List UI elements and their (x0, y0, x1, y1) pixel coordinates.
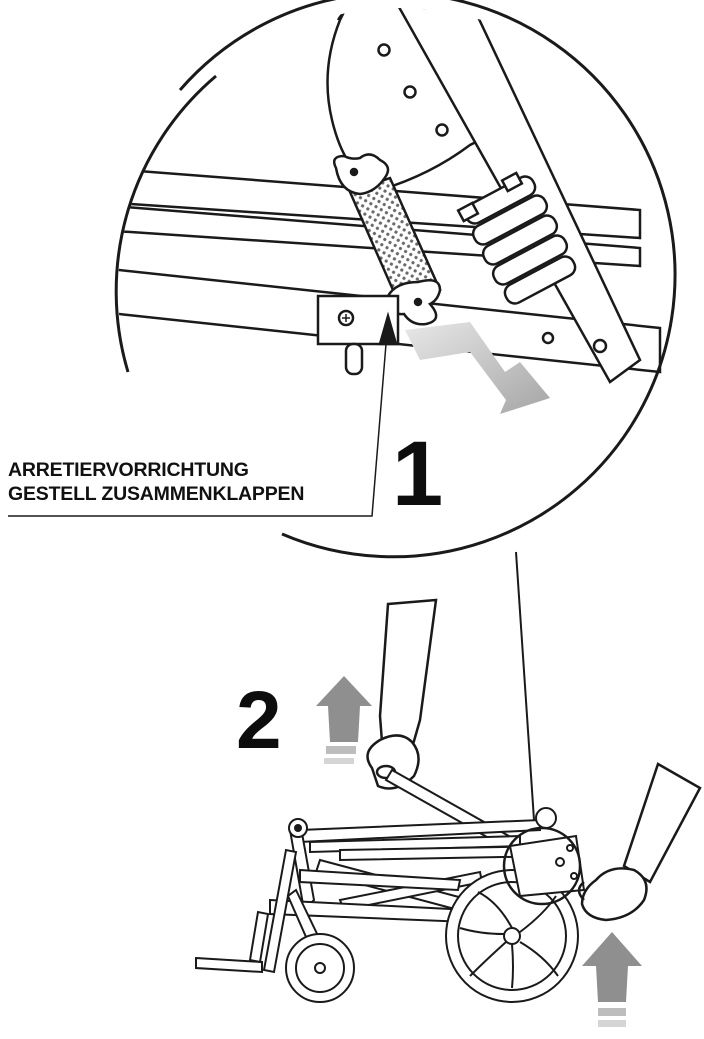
hinge-detail-marker (502, 826, 582, 906)
right-arm (577, 762, 702, 922)
suspension-spring (456, 171, 577, 305)
detail-magnifier (114, 0, 677, 559)
detail-content (118, 8, 662, 414)
folded-wheelchair (195, 768, 586, 1003)
callout-leader-line (8, 343, 387, 517)
release-direction-arrow (405, 322, 550, 414)
callout-line-1: ARRETIERVORRICHTUNG (8, 459, 249, 481)
left-arm (366, 598, 438, 790)
locking-device-label: ARRETIERVORRICHTUNG GESTELL ZUSAMMENKLAP… (8, 458, 304, 506)
latch-housing (316, 294, 400, 376)
lift-arrow-step-2 (316, 676, 372, 764)
callout-line-2: GESTELL ZUSAMMENKLAPPEN (8, 483, 305, 505)
magnifier-outline (114, 0, 677, 559)
step-number-2: 2 (236, 675, 282, 766)
lift-arrow-bottom (582, 932, 642, 1027)
locking-lever (333, 153, 442, 326)
step-number-1: 1 (392, 423, 444, 525)
magnifier-connector-line (515, 551, 535, 821)
